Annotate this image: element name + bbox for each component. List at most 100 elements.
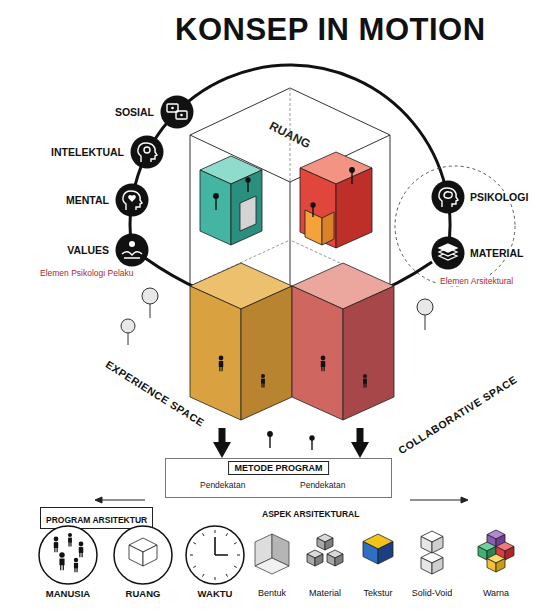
icon-circle: MATERIAL [431, 236, 465, 270]
aspect-label: Bentuk [258, 588, 286, 598]
tree [417, 299, 433, 315]
person-figure [220, 366, 222, 371]
program-circle [186, 526, 244, 584]
icon-glyph [171, 107, 174, 110]
icon-glyph [128, 195, 136, 202]
person-figure [262, 383, 264, 387]
person-figure [261, 379, 265, 384]
direction-arrow [95, 497, 102, 503]
cube-face [478, 547, 487, 561]
circle-label: MANUSIA [46, 588, 90, 599]
icon-glyph [439, 244, 457, 252]
clock-tick [237, 555, 240, 556]
red-room [336, 168, 372, 248]
icon-label: MENTAL [64, 194, 111, 206]
person-figure [219, 356, 224, 361]
person-figure [261, 374, 265, 378]
aspect-icon [407, 528, 457, 578]
icon-glyph [129, 241, 135, 247]
clock-tick [215, 577, 216, 580]
program-circle: RUANG [111, 525, 175, 605]
person-figure [363, 374, 367, 378]
icon-circle: PSIKOLOGI [431, 180, 465, 214]
person-figure [321, 356, 326, 361]
aspect-icon: Material [300, 528, 350, 604]
icon-circle [431, 180, 465, 214]
icon-glyph [180, 114, 183, 117]
cube-face [505, 547, 514, 561]
person-figure [74, 558, 78, 562]
icon-glyph [176, 111, 187, 119]
aspect-label: Tekstur [363, 588, 392, 598]
block-face [343, 286, 394, 420]
person-figure [311, 203, 315, 207]
aspect-icon [353, 528, 403, 578]
clock-tick [193, 543, 196, 545]
person-figure [351, 172, 352, 184]
cube-face [496, 559, 505, 573]
method-box: METODE PROGRAM [165, 458, 392, 498]
orbit-arc [395, 166, 515, 286]
space-block [290, 258, 396, 428]
icon-glyph [138, 143, 157, 162]
flow-arrow [357, 428, 364, 442]
clock-tick [234, 543, 237, 545]
cube-face [421, 558, 432, 575]
program-circle [183, 525, 247, 587]
aspect-icon: Solid-Void [407, 528, 457, 604]
space-label: COLLABORATIVE SPACE [396, 373, 519, 456]
person-figure [54, 537, 59, 542]
flow-arrow [219, 428, 226, 442]
direction-arrow [98, 500, 145, 501]
icon-glyph [439, 188, 458, 207]
program-circle: MANUSIA [36, 525, 100, 605]
floor-shape [255, 558, 289, 574]
cube-face [363, 542, 378, 565]
cube-face [325, 538, 333, 550]
person-figure [69, 542, 71, 546]
program-circle [36, 525, 100, 587]
circle-label: RUANG [126, 588, 161, 599]
teal-room [200, 156, 262, 245]
space-block: COLLABORATIVE SPACE [290, 258, 396, 428]
red-room [300, 168, 336, 248]
person-figure [74, 563, 78, 568]
icon-circle [131, 136, 164, 169]
icon-circle: SOSIAL [160, 95, 194, 129]
space-block [188, 258, 294, 428]
icon-label: VALUES [65, 244, 111, 256]
cube-face [421, 537, 432, 554]
aspect-label: Material [309, 588, 341, 598]
block-face [241, 286, 292, 420]
icon-circle [432, 181, 465, 214]
aspect-label: Warna [483, 588, 509, 598]
aspect-icon [300, 528, 350, 578]
caption-note: Elemen Arsitektural [438, 276, 515, 286]
person-figure [321, 361, 325, 367]
approach-label: Pendekatan [300, 480, 345, 490]
red-room [322, 212, 334, 245]
icon-label: INTELEKTUAL [49, 146, 126, 158]
cube-face [315, 554, 323, 566]
circle-label: WAKTU [198, 588, 233, 599]
person-figure [322, 366, 324, 371]
orbit-arc [130, 65, 515, 286]
icon-circle [160, 95, 194, 129]
person-figure [219, 361, 223, 367]
icon-circle [115, 183, 149, 217]
person-figure [214, 194, 218, 198]
aspect-icon [247, 528, 297, 578]
person-figure [215, 198, 216, 210]
clock-tick [234, 566, 237, 568]
icon-circle [432, 237, 465, 270]
box-heading: METODE PROGRAM [228, 461, 330, 475]
clock-hand [215, 537, 228, 555]
person-figure [55, 547, 57, 552]
clock-tick [226, 533, 228, 536]
wire-cube [190, 135, 191, 286]
person-figure [80, 552, 82, 557]
cube-face [129, 545, 143, 566]
section-heading: ASPEK ARSITEKTURAL [262, 509, 359, 519]
cube-face [487, 559, 496, 573]
person-figure [247, 182, 248, 192]
